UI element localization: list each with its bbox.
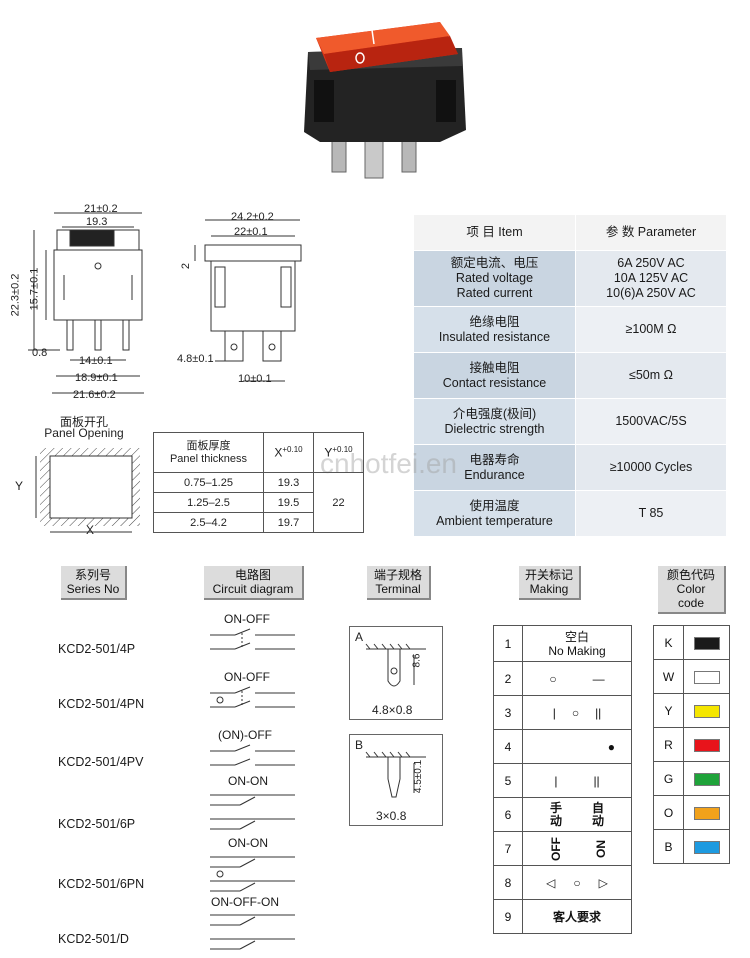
color-swatch: [693, 704, 720, 718]
color-row: R: [653, 727, 730, 762]
making-row: 3 |○||: [493, 695, 632, 730]
spec-header-item: 项 目 Item: [413, 214, 576, 251]
series-item: KCD2-501/4PV: [58, 755, 144, 769]
front-view-drawing: [28, 212, 144, 394]
dim-side-body: 22±0.1: [234, 226, 268, 238]
spec-row: 介电强度(极间)Dielectric strength 1500VAC/5S: [413, 398, 727, 445]
dim-side-pin: 4.8±0.1: [177, 353, 214, 365]
making-row: 6 手 动自 动: [493, 797, 632, 832]
circuit-type: ON-ON: [228, 836, 268, 850]
making-row: 2 ○—: [493, 661, 632, 696]
color-swatch: [693, 840, 720, 854]
circuit-type: ON-OFF-ON: [211, 895, 279, 909]
color-row: G: [653, 761, 730, 796]
making-row: 8 ◁○▷: [493, 865, 632, 900]
series-item: KCD2-501/4PN: [58, 697, 145, 711]
product-photo: [304, 22, 466, 179]
panel-x-label: X: [86, 523, 95, 537]
panel-y-label: Y: [15, 479, 24, 493]
dim-front-gap: 0.8: [32, 347, 48, 359]
color-swatch: [693, 772, 720, 786]
series-item: KCD2-501/6PN: [58, 877, 145, 891]
dim-front-body: 15.7±0.1: [28, 267, 41, 311]
color-row: O: [653, 795, 730, 830]
color-row: W: [653, 659, 730, 694]
dim-front-width: 21±0.2: [84, 203, 118, 215]
series-item: KCD2-501/D: [58, 932, 129, 946]
color-table: K W Y R G O B: [653, 625, 730, 864]
dim-side-flange: 2: [180, 262, 193, 270]
circuit-diagrams: [210, 628, 295, 950]
dim-front-pin1: 14±0.1: [79, 355, 113, 367]
circuit-type: (ON)-OFF: [218, 728, 272, 742]
color-swatch: [693, 670, 720, 684]
making-row: 4 ●: [493, 729, 632, 764]
series-item: KCD2-501/4P: [58, 642, 136, 656]
panel-opening-drawing: [35, 448, 140, 533]
panel-title-cn: 面板开孔: [59, 415, 108, 429]
color-swatch: [693, 738, 720, 752]
circuit-type: ON-OFF: [224, 670, 270, 684]
dim-front-base: 21.6±0.2: [73, 389, 116, 401]
terminal-b: B 4.5±0.1 3×0.8: [349, 734, 443, 826]
dim-side-spacing: 10±0.1: [238, 373, 272, 385]
circuit-type: ON-ON: [228, 774, 268, 788]
panel-title-en: Panel Opening: [44, 426, 124, 440]
color-swatch: [693, 636, 720, 650]
spec-header-param: 参 数 Parameter: [575, 214, 727, 251]
side-view-drawing: [194, 219, 302, 382]
dim-front-rocker: 19.3: [86, 216, 108, 228]
making-row: 9 客人要求: [493, 899, 632, 934]
color-row: K: [653, 625, 730, 660]
dim-front-pin2: 18.9±0.1: [75, 372, 118, 384]
color-row: Y: [653, 693, 730, 728]
color-row: B: [653, 829, 730, 864]
circuit-type: ON-OFF: [224, 612, 270, 626]
color-swatch: [693, 806, 720, 820]
series-item: KCD2-501/6P: [58, 817, 136, 831]
terminal-a: A 8.6 4.8×0.8: [349, 626, 443, 720]
dim-side-width: 24.2±0.2: [231, 211, 274, 223]
making-row: 5 |||: [493, 763, 632, 798]
spec-header-row: 项 目 Item 参 数 Parameter: [413, 214, 727, 251]
dim-front-height: 22.3±0.2: [9, 273, 22, 317]
